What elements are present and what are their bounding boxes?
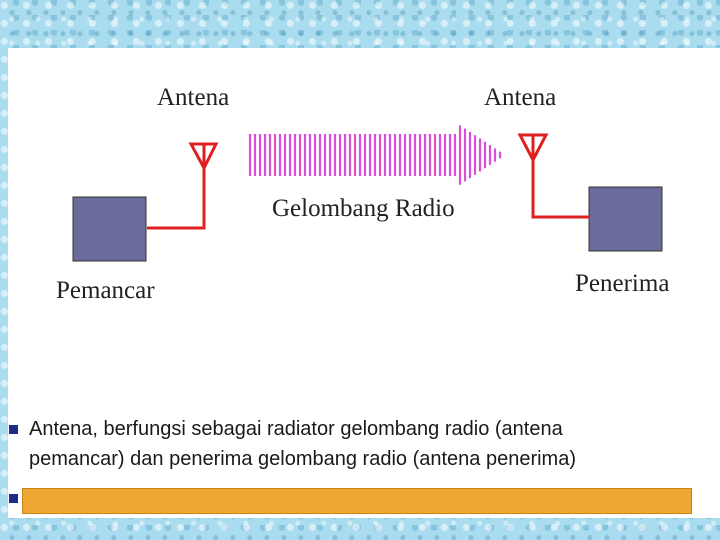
transmitter-label: Pemancar bbox=[56, 277, 155, 304]
antenna-left-label: Antena bbox=[157, 84, 230, 111]
transmitter-box bbox=[72, 196, 147, 262]
highlight-bar bbox=[22, 488, 692, 514]
transmitter-feed-line bbox=[147, 160, 206, 230]
receiver-box bbox=[588, 186, 663, 252]
receiver-feed-line bbox=[531, 152, 589, 219]
radio-wave-arrow bbox=[248, 125, 502, 185]
bullet-line-2: pemancar) dan penerima gelombang radio (… bbox=[29, 448, 576, 470]
slide-canvas bbox=[8, 48, 720, 518]
wave-label: Gelombang Radio bbox=[272, 195, 455, 222]
bullet-line-1: Antena, berfungsi sebagai radiator gelom… bbox=[29, 418, 563, 440]
receiver-label: Penerima bbox=[575, 270, 670, 297]
antenna-right-label: Antena bbox=[484, 84, 557, 111]
bullet-text: Antena, berfungsi sebagai radiator gelom… bbox=[29, 414, 679, 474]
bullet-marker bbox=[9, 425, 18, 434]
bullet-marker-2 bbox=[9, 494, 18, 503]
